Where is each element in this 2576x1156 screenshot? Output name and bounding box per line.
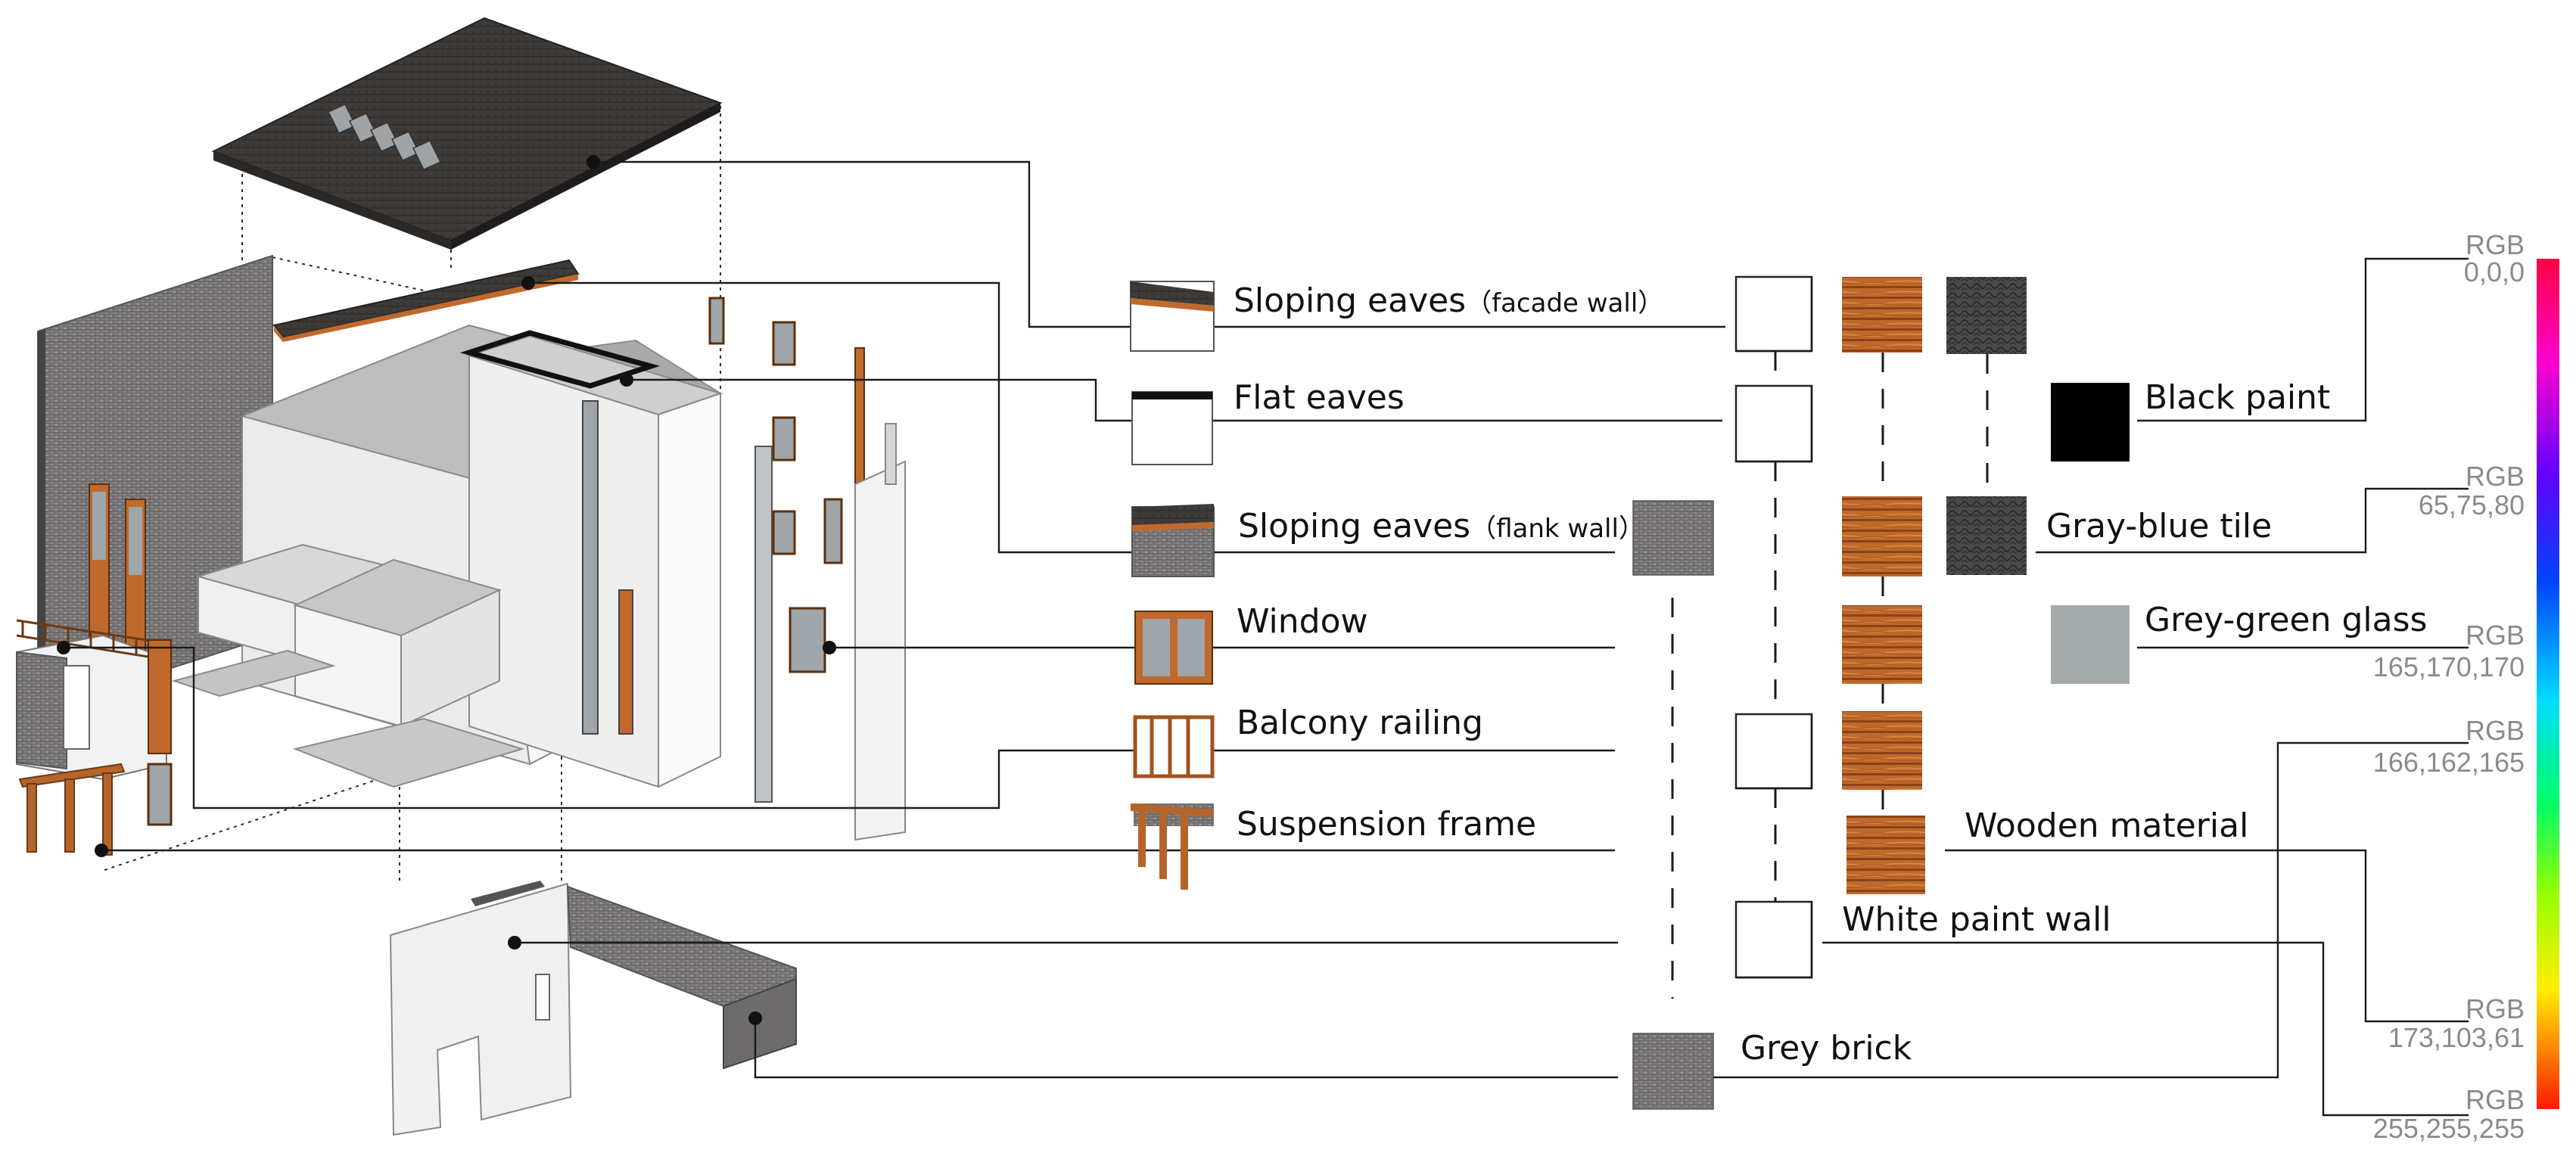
balcony-shutter xyxy=(148,639,172,754)
suspension-frame-thumb xyxy=(1131,803,1214,890)
leader-dot xyxy=(95,844,108,857)
building-model xyxy=(16,17,906,1136)
material-label: Grey brick xyxy=(1741,1029,1912,1067)
rgb-value: 166,162,165 xyxy=(2373,747,2525,778)
component-label: Window xyxy=(1237,602,1368,641)
component-sublabel: （facade wall） xyxy=(1466,288,1663,319)
flat-eaves-element xyxy=(459,330,661,389)
component-label: Sloping eaves xyxy=(1238,507,1470,545)
component-labels: Sloping eaves（facade wall） Flat eaves Sl… xyxy=(1218,281,1725,852)
ground-floor-wall xyxy=(389,882,572,1136)
sloping-eaves-flank-thumb xyxy=(1131,504,1215,577)
component-label: Balcony railing xyxy=(1237,704,1483,742)
leader-dot xyxy=(823,641,836,654)
rgb-value: 255,255,255 xyxy=(2373,1113,2525,1144)
rgb-prefix: RGB xyxy=(2466,993,2525,1024)
grey-green-glass-swatch xyxy=(2051,605,2130,684)
rgb-value: 173,103,61 xyxy=(2388,1022,2525,1053)
leader-dot xyxy=(620,373,633,387)
material-matrix xyxy=(1632,275,2130,1110)
balcony-railing-thumb xyxy=(1133,715,1215,778)
rgb-value: 165,170,170 xyxy=(2373,651,2525,682)
brick-wall-window-icon xyxy=(89,483,146,651)
floating-window-icon xyxy=(708,297,843,673)
component-label: Suspension frame xyxy=(1237,805,1536,844)
ground-floor-opening xyxy=(535,974,550,1021)
black-paint-swatch xyxy=(2051,383,2130,461)
sloping-eaves-element xyxy=(272,259,580,339)
balcony-door xyxy=(63,665,90,750)
component-sublabel: （flank wall） xyxy=(1470,514,1644,544)
rgb-labels: RGB 0,0,0 RGB 65,75,80 RGB 165,170,170 R… xyxy=(2373,229,2525,1144)
leader-lines xyxy=(57,155,1618,1079)
rgb-value: 0,0,0 xyxy=(2464,256,2525,287)
white-panel xyxy=(854,460,906,841)
balcony-window xyxy=(147,763,173,826)
skylight-icon xyxy=(327,104,442,170)
material-label: Gray-blue tile xyxy=(2046,507,2272,545)
window-thumb xyxy=(1134,611,1213,685)
ground-floor-cap xyxy=(471,881,545,906)
grey-brick-swatch xyxy=(1632,500,1714,576)
leader-dot xyxy=(521,276,535,290)
material-label: Grey-green glass xyxy=(2145,601,2427,639)
component-label: Sloping eaves xyxy=(1234,281,1466,320)
rgb-spectrum-bar xyxy=(2537,259,2559,1109)
material-label: Black paint xyxy=(2145,378,2330,417)
material-labels: Black paint Gray-blue tile Grey-green gl… xyxy=(1741,378,2427,1067)
component-label: Flat eaves xyxy=(1234,378,1405,417)
leader-dot xyxy=(57,641,70,654)
material-label: Wooden material xyxy=(1965,806,2248,845)
rgb-prefix: RGB xyxy=(2466,229,2525,260)
sloping-eaves-facade-thumb xyxy=(1130,281,1215,352)
leader-dot xyxy=(508,936,521,949)
white-panel xyxy=(885,423,897,485)
material-label: White paint wall xyxy=(1842,900,2111,939)
leader-dot xyxy=(748,1012,762,1025)
rgb-prefix: RGB xyxy=(2466,620,2525,651)
balcony-brick xyxy=(16,651,67,770)
leader-dot xyxy=(586,155,600,169)
rgb-prefix: RGB xyxy=(2466,1084,2525,1115)
svg-text:Sloping eaves（facade wall）: Sloping eaves（facade wall） xyxy=(1234,281,1663,320)
vertical-window-strip xyxy=(618,589,633,735)
suspension-frame-element xyxy=(18,763,126,856)
vertical-window-strip xyxy=(582,400,599,735)
rgb-prefix: RGB xyxy=(2466,715,2525,746)
rgb-value: 65,75,80 xyxy=(2419,489,2525,521)
rgb-prefix: RGB xyxy=(2466,461,2525,492)
flat-eaves-thumb xyxy=(1131,391,1213,465)
grey-brick-swatch xyxy=(1632,1033,1714,1110)
svg-text:Sloping eaves（flank wall）: Sloping eaves（flank wall） xyxy=(1238,507,1644,545)
wooden-material-swatch xyxy=(1842,277,1925,894)
main-building-mass xyxy=(171,324,723,788)
gray-blue-tile-swatch xyxy=(1946,277,2027,575)
rgb-leaders xyxy=(1713,257,2469,1117)
vertical-window-strip xyxy=(754,446,773,803)
roof-slab xyxy=(211,17,723,242)
component-thumbnails xyxy=(1130,281,1215,890)
white-paint-swatch xyxy=(1734,275,1813,979)
brick-return-end xyxy=(723,977,797,1070)
suspended-panel xyxy=(854,347,865,485)
